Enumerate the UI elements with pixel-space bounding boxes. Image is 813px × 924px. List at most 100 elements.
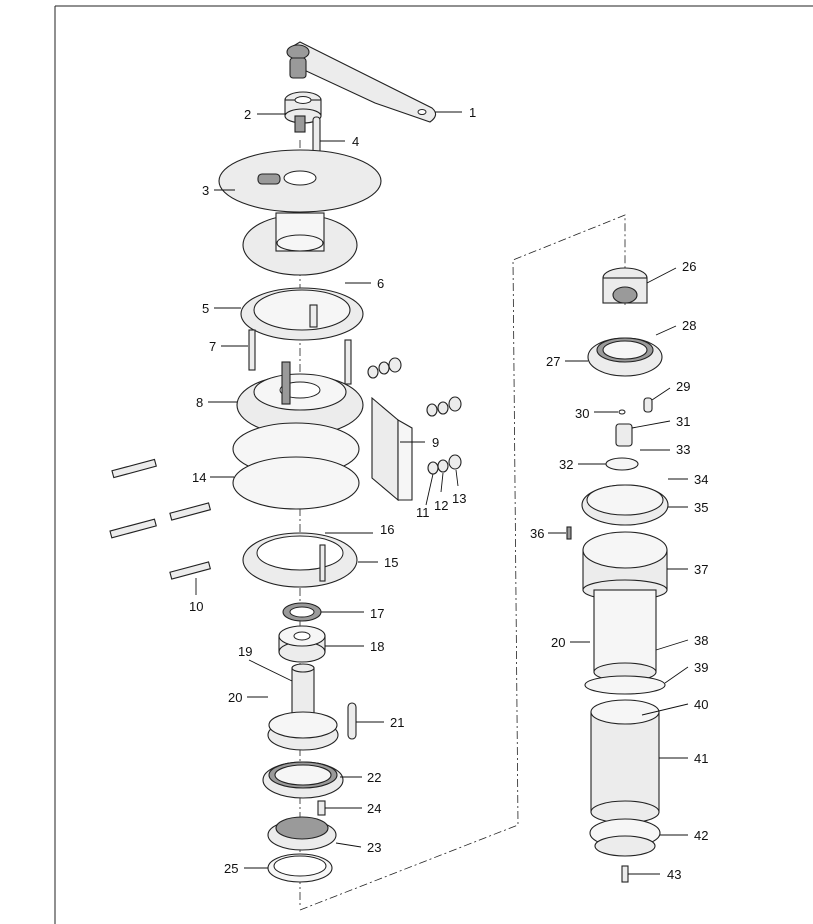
motor-adapter — [581, 484, 669, 526]
svg-text:20: 20 — [228, 690, 242, 705]
callout-34: 34 — [668, 472, 708, 487]
callout-15: 15 — [358, 555, 398, 570]
callout-3: 3 — [202, 183, 235, 198]
callout-19: 19 — [238, 644, 293, 682]
svg-text:23: 23 — [367, 840, 381, 855]
svg-text:20: 20 — [551, 635, 565, 650]
callout-5: 5 — [202, 301, 241, 316]
callout-24: 24 — [325, 801, 381, 816]
motor-body — [593, 589, 657, 682]
callout-29: 29 — [651, 379, 690, 401]
callout-17: 17 — [321, 606, 384, 621]
svg-text:1: 1 — [469, 105, 476, 120]
drum-top-flange — [218, 149, 382, 213]
svg-text:10: 10 — [189, 599, 203, 614]
callout-32: 32 — [559, 457, 606, 472]
svg-text:26: 26 — [682, 259, 696, 274]
callout-43: 43 — [628, 867, 681, 882]
svg-text:42: 42 — [694, 828, 708, 843]
svg-text:41: 41 — [694, 751, 708, 766]
upper-bearing-plate — [240, 287, 364, 341]
svg-text:13: 13 — [452, 491, 466, 506]
svg-text:40: 40 — [694, 697, 708, 712]
callout-38: 38 — [655, 633, 708, 651]
callout-21: 21 — [356, 715, 404, 730]
handle-socket — [284, 91, 322, 133]
small-pin — [317, 800, 326, 816]
svg-text:6: 6 — [377, 276, 384, 291]
thrust-washer — [605, 457, 639, 471]
drive-key — [347, 702, 357, 740]
svg-text:8: 8 — [196, 395, 203, 410]
pinion-gear — [615, 423, 633, 447]
svg-text:21: 21 — [390, 715, 404, 730]
callout-37: 37 — [667, 562, 708, 577]
bolt-left — [248, 329, 256, 371]
svg-text:18: 18 — [370, 639, 384, 654]
callout-20b: 20 — [551, 635, 590, 650]
svg-text:11: 11 — [416, 505, 430, 520]
callout-22: 22 — [340, 770, 381, 785]
winch-handle — [286, 41, 437, 123]
callout-4: 4 — [320, 134, 359, 149]
svg-text:16: 16 — [380, 522, 394, 537]
long-bolts — [109, 458, 212, 580]
locating-pin — [643, 397, 653, 413]
svg-text:9: 9 — [432, 435, 439, 450]
callout-14: 14 — [192, 470, 234, 485]
svg-text:34: 34 — [694, 472, 708, 487]
planet-carrier — [267, 816, 337, 851]
svg-text:12: 12 — [434, 498, 448, 513]
callout-33: 33 — [640, 442, 690, 457]
svg-text:19: 19 — [238, 644, 252, 659]
drain-screw — [621, 865, 629, 883]
motor-cover — [590, 699, 660, 824]
callout-36: 36 — [530, 526, 566, 541]
svg-text:33: 33 — [676, 442, 690, 457]
svg-text:36: 36 — [530, 526, 544, 541]
callout-18: 18 — [325, 639, 384, 654]
callout-30: 30 — [575, 406, 618, 421]
svg-text:28: 28 — [682, 318, 696, 333]
callout-27: 27 — [546, 354, 588, 369]
callout-1: 1 — [435, 105, 476, 120]
svg-text:7: 7 — [209, 339, 216, 354]
svg-text:5: 5 — [202, 301, 209, 316]
callout-40: 40 — [641, 697, 708, 716]
drum-body — [242, 212, 358, 276]
svg-text:32: 32 — [559, 457, 573, 472]
callout-13: 13 — [452, 469, 466, 506]
svg-text:37: 37 — [694, 562, 708, 577]
svg-text:30: 30 — [575, 406, 589, 421]
svg-text:31: 31 — [676, 414, 690, 429]
end-cap — [589, 818, 661, 857]
assembly-axis-line — [299, 214, 626, 911]
callout-20a: 20 — [228, 690, 268, 705]
spacer-ring — [278, 625, 326, 663]
callout-11: 11 — [416, 473, 434, 520]
pin-36 — [566, 526, 572, 540]
callout-42: 42 — [660, 828, 708, 843]
sun-gear-carrier — [602, 267, 648, 304]
washer-stack — [367, 357, 462, 475]
svg-text:2: 2 — [244, 107, 251, 122]
svg-text:35: 35 — [694, 500, 708, 515]
svg-text:43: 43 — [667, 867, 681, 882]
o-ring — [584, 675, 666, 695]
svg-text:24: 24 — [367, 801, 381, 816]
callout-2: 2 — [244, 107, 286, 122]
gasket-lower — [232, 456, 360, 510]
callout-6: 6 — [345, 276, 384, 291]
callout-8: 8 — [196, 395, 237, 410]
svg-text:17: 17 — [370, 606, 384, 621]
svg-text:38: 38 — [694, 633, 708, 648]
callout-41: 41 — [659, 751, 708, 766]
svg-text:22: 22 — [367, 770, 381, 785]
svg-text:4: 4 — [352, 134, 359, 149]
ring-gear — [262, 761, 344, 799]
svg-text:27: 27 — [546, 354, 560, 369]
lower-flange-plate — [242, 532, 358, 588]
callout-35: 35 — [668, 500, 708, 515]
callout-23: 23 — [335, 840, 381, 855]
